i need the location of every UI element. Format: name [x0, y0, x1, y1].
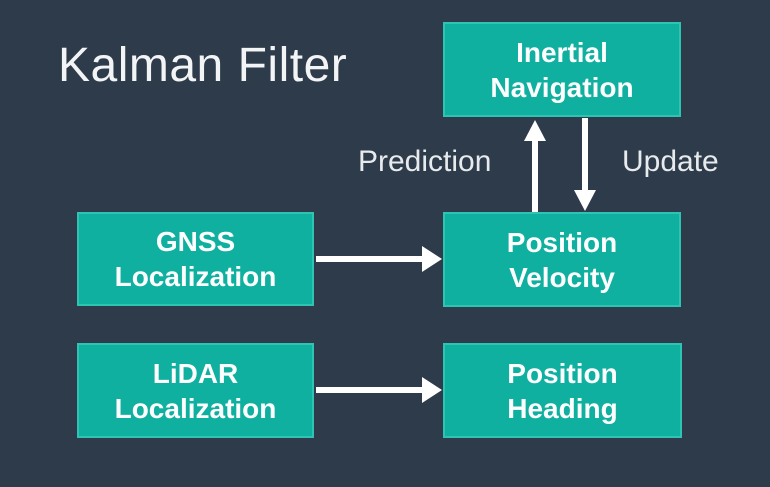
arrow-update-down	[574, 118, 596, 211]
node-label-line: Inertial	[516, 36, 608, 68]
node-label-line: Localization	[114, 261, 277, 292]
edge-label-prediction: Prediction	[358, 145, 492, 178]
node-label-line: Localization	[114, 392, 277, 424]
node-label-line: Position	[506, 226, 618, 258]
node-label-line: Navigation	[490, 71, 634, 103]
node-position-velocity: Position Velocity	[443, 212, 681, 307]
edge-label-update: Update	[622, 145, 719, 178]
node-label-line: Heading	[507, 392, 618, 424]
node-lidar-localization: LiDAR Localization	[77, 343, 314, 438]
node-gnss-localization: GNSS Localization	[77, 212, 314, 306]
node-label-line: LiDAR	[152, 357, 239, 389]
diagram-title: Kalman Filter	[58, 39, 348, 92]
node-inertial-navigation: Inertial Navigation	[443, 22, 681, 117]
node-position-heading: Position Heading	[443, 343, 682, 438]
arrow-lidar-to-position-heading	[316, 377, 442, 403]
node-label-line: GNSS	[155, 226, 236, 257]
node-label-line: Position	[507, 357, 618, 389]
node-label-line: Velocity	[509, 261, 615, 293]
arrow-gnss-to-position-velocity	[316, 246, 442, 272]
arrow-prediction-up	[524, 120, 546, 212]
